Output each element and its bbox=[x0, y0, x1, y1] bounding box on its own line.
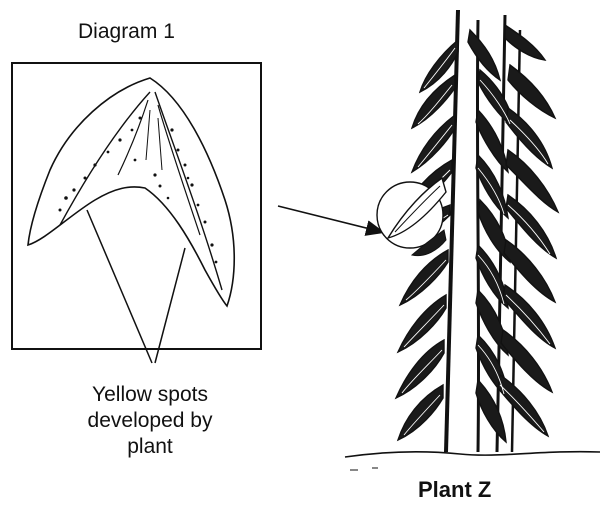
spots-label-line-1: Yellow spots bbox=[50, 382, 250, 408]
spots-pointer-lines bbox=[87, 210, 185, 363]
plant-z bbox=[377, 10, 558, 452]
spots-label: Yellow spots developed by plant bbox=[50, 382, 250, 460]
spots-label-line-3: plant bbox=[50, 434, 250, 460]
enlarged-leaf bbox=[28, 78, 234, 306]
spots-label-line-2: developed by bbox=[50, 408, 250, 434]
leaf-spots bbox=[59, 117, 218, 264]
ground-line bbox=[345, 452, 600, 457]
ground-marks bbox=[350, 468, 378, 470]
plant-label: Plant Z bbox=[418, 477, 491, 503]
pointer-arrow bbox=[278, 206, 382, 232]
diagram-box bbox=[12, 63, 261, 349]
